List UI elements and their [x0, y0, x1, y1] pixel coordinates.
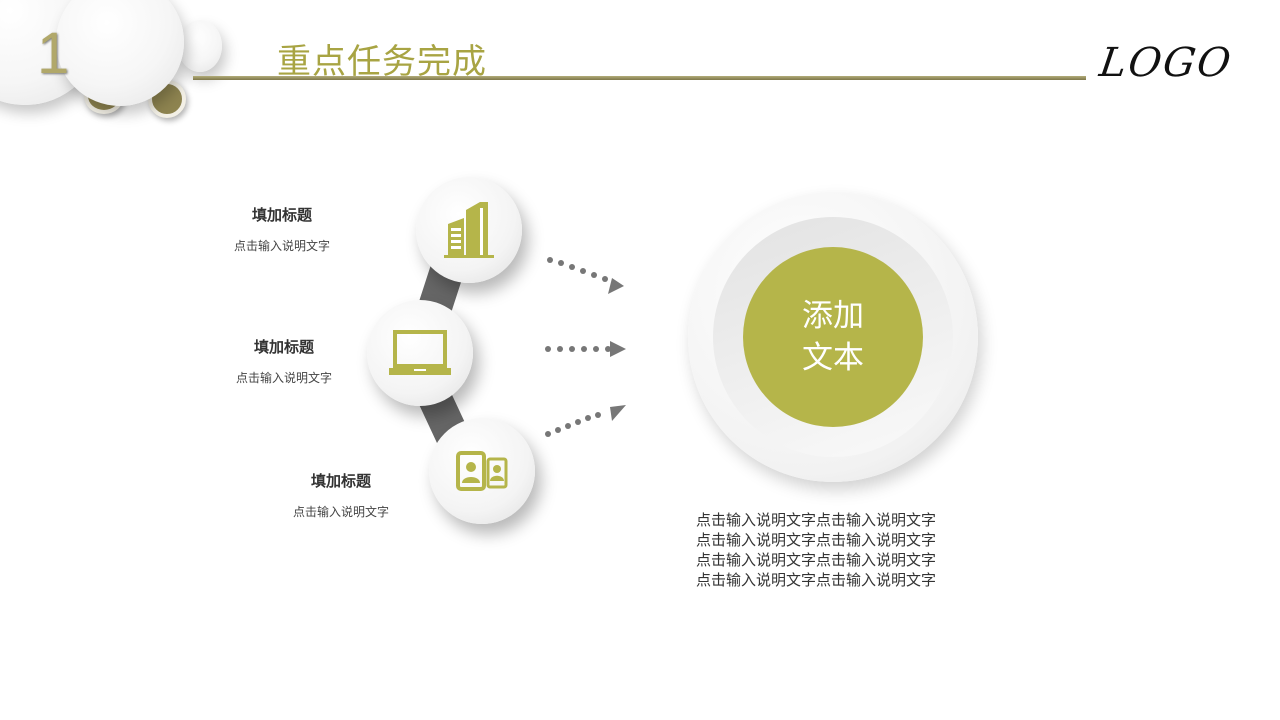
center-text-line: 添加 — [802, 298, 864, 334]
description-paragraph: 点击输入说明文字点击输入说明文字 点击输入说明文字点击输入说明文字 点击输入说明… — [696, 510, 936, 590]
item-title: 填加标题 — [253, 338, 314, 356]
paragraph-line: 点击输入说明文字点击输入说明文字 — [696, 571, 937, 589]
dot — [547, 257, 553, 263]
paragraph-line: 点击输入说明文字点击输入说明文字 — [696, 531, 937, 549]
center-circle[interactable]: 添加文本 — [743, 247, 923, 427]
decor-circle — [178, 20, 222, 72]
item-label: 填加标题点击输入说明文字 — [271, 470, 411, 520]
section-number: 1 — [37, 21, 70, 86]
item-label: 填加标题点击输入说明文字 — [212, 204, 352, 254]
paragraph-line: 点击输入说明文字点击输入说明文字 — [696, 511, 937, 529]
item-title: 填加标题 — [310, 472, 371, 490]
node-laptop[interactable] — [367, 300, 473, 406]
arrow-head-icon — [610, 405, 626, 421]
page-title: 重点任务完成 — [277, 42, 487, 82]
contacts-phone-icon — [456, 451, 508, 491]
header-divider — [193, 76, 1086, 80]
paragraph-line: 点击输入说明文字点击输入说明文字 — [696, 551, 937, 569]
item-desc: 点击输入说明文字 — [292, 505, 389, 519]
item-desc: 点击输入说明文字 — [233, 239, 330, 253]
laptop-icon — [389, 330, 451, 375]
building-icon — [444, 202, 494, 258]
decor-circle — [56, 0, 184, 106]
dotted-arrows — [545, 257, 626, 437]
item-title: 填加标题 — [251, 206, 312, 224]
arrow-head-icon — [608, 278, 624, 294]
node-building[interactable] — [416, 177, 522, 283]
logo: LOGO — [1096, 40, 1236, 86]
node-contacts[interactable] — [429, 418, 535, 524]
item-desc: 点击输入说明文字 — [235, 371, 332, 385]
center-text-line: 文本 — [802, 340, 864, 376]
item-label: 填加标题点击输入说明文字 — [214, 336, 354, 386]
arrow-head-icon — [610, 341, 626, 357]
